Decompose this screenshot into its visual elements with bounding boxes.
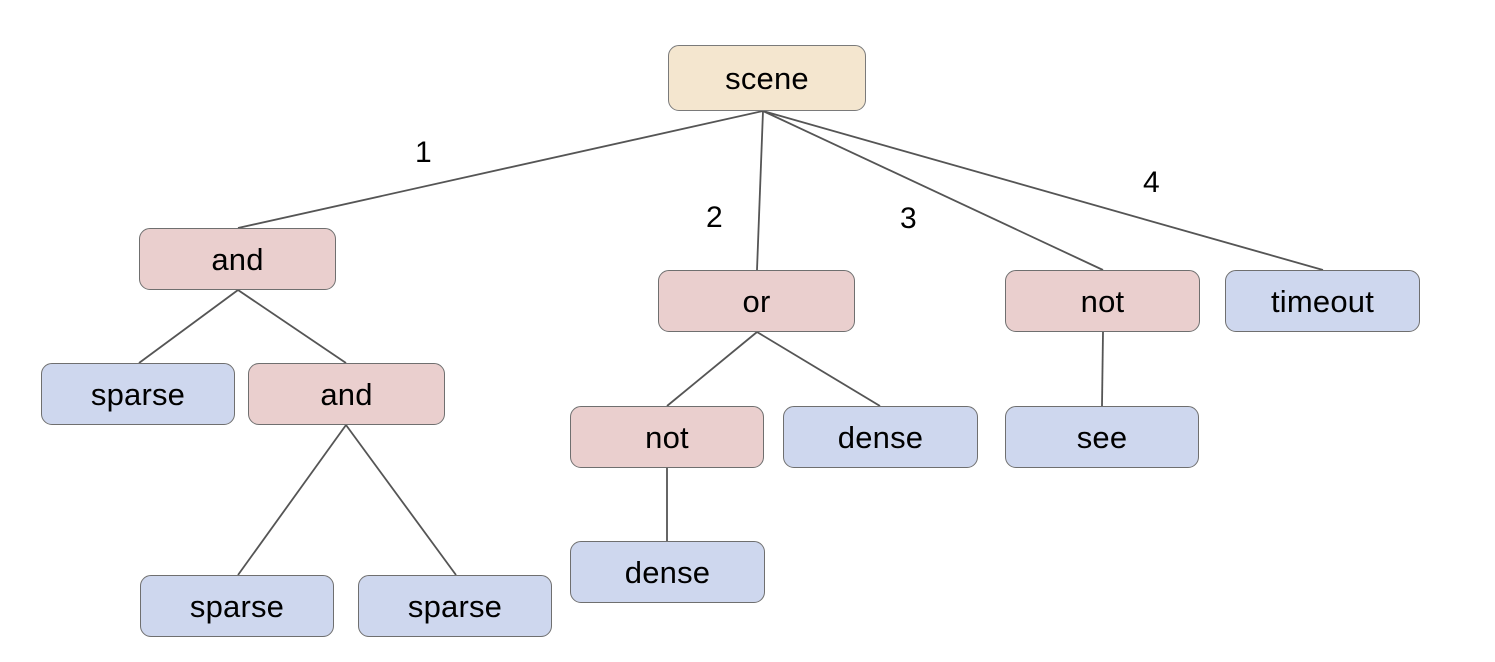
- edge-and1-to-sparse1: [138, 289, 239, 364]
- edge-label-4: 4: [1143, 166, 1160, 199]
- edge-or1-to-dense1: [756, 331, 881, 407]
- edge-label-3: 3: [900, 202, 917, 235]
- node-scene[interactable]: scene: [668, 45, 866, 111]
- node-or1[interactable]: or: [658, 270, 855, 332]
- node-see1[interactable]: see: [1005, 406, 1199, 468]
- edge-or1-to-not2: [666, 331, 758, 407]
- node-and2[interactable]: and: [248, 363, 445, 425]
- node-dense2[interactable]: dense: [570, 541, 765, 603]
- edge-label-1: 1: [415, 136, 432, 169]
- edge-scene-to-and1: [237, 110, 764, 229]
- node-sparse3[interactable]: sparse: [358, 575, 552, 637]
- node-timeout1[interactable]: timeout: [1225, 270, 1420, 332]
- node-not1[interactable]: not: [1005, 270, 1200, 332]
- edge-scene-to-not1: [762, 110, 1104, 271]
- node-sparse2[interactable]: sparse: [140, 575, 334, 637]
- edge-and2-to-sparse2: [237, 424, 347, 576]
- node-dense1[interactable]: dense: [783, 406, 978, 468]
- edge-and1-to-and2: [237, 289, 347, 364]
- edge-and2-to-sparse3: [345, 424, 457, 576]
- edge-scene-to-or1: [756, 110, 764, 271]
- node-not2[interactable]: not: [570, 406, 764, 468]
- node-sparse1[interactable]: sparse: [41, 363, 235, 425]
- node-and1[interactable]: and: [139, 228, 336, 290]
- edge-not1-to-see1: [1101, 331, 1104, 407]
- edge-scene-to-timeout1: [762, 110, 1324, 271]
- edge-label-2: 2: [706, 201, 723, 234]
